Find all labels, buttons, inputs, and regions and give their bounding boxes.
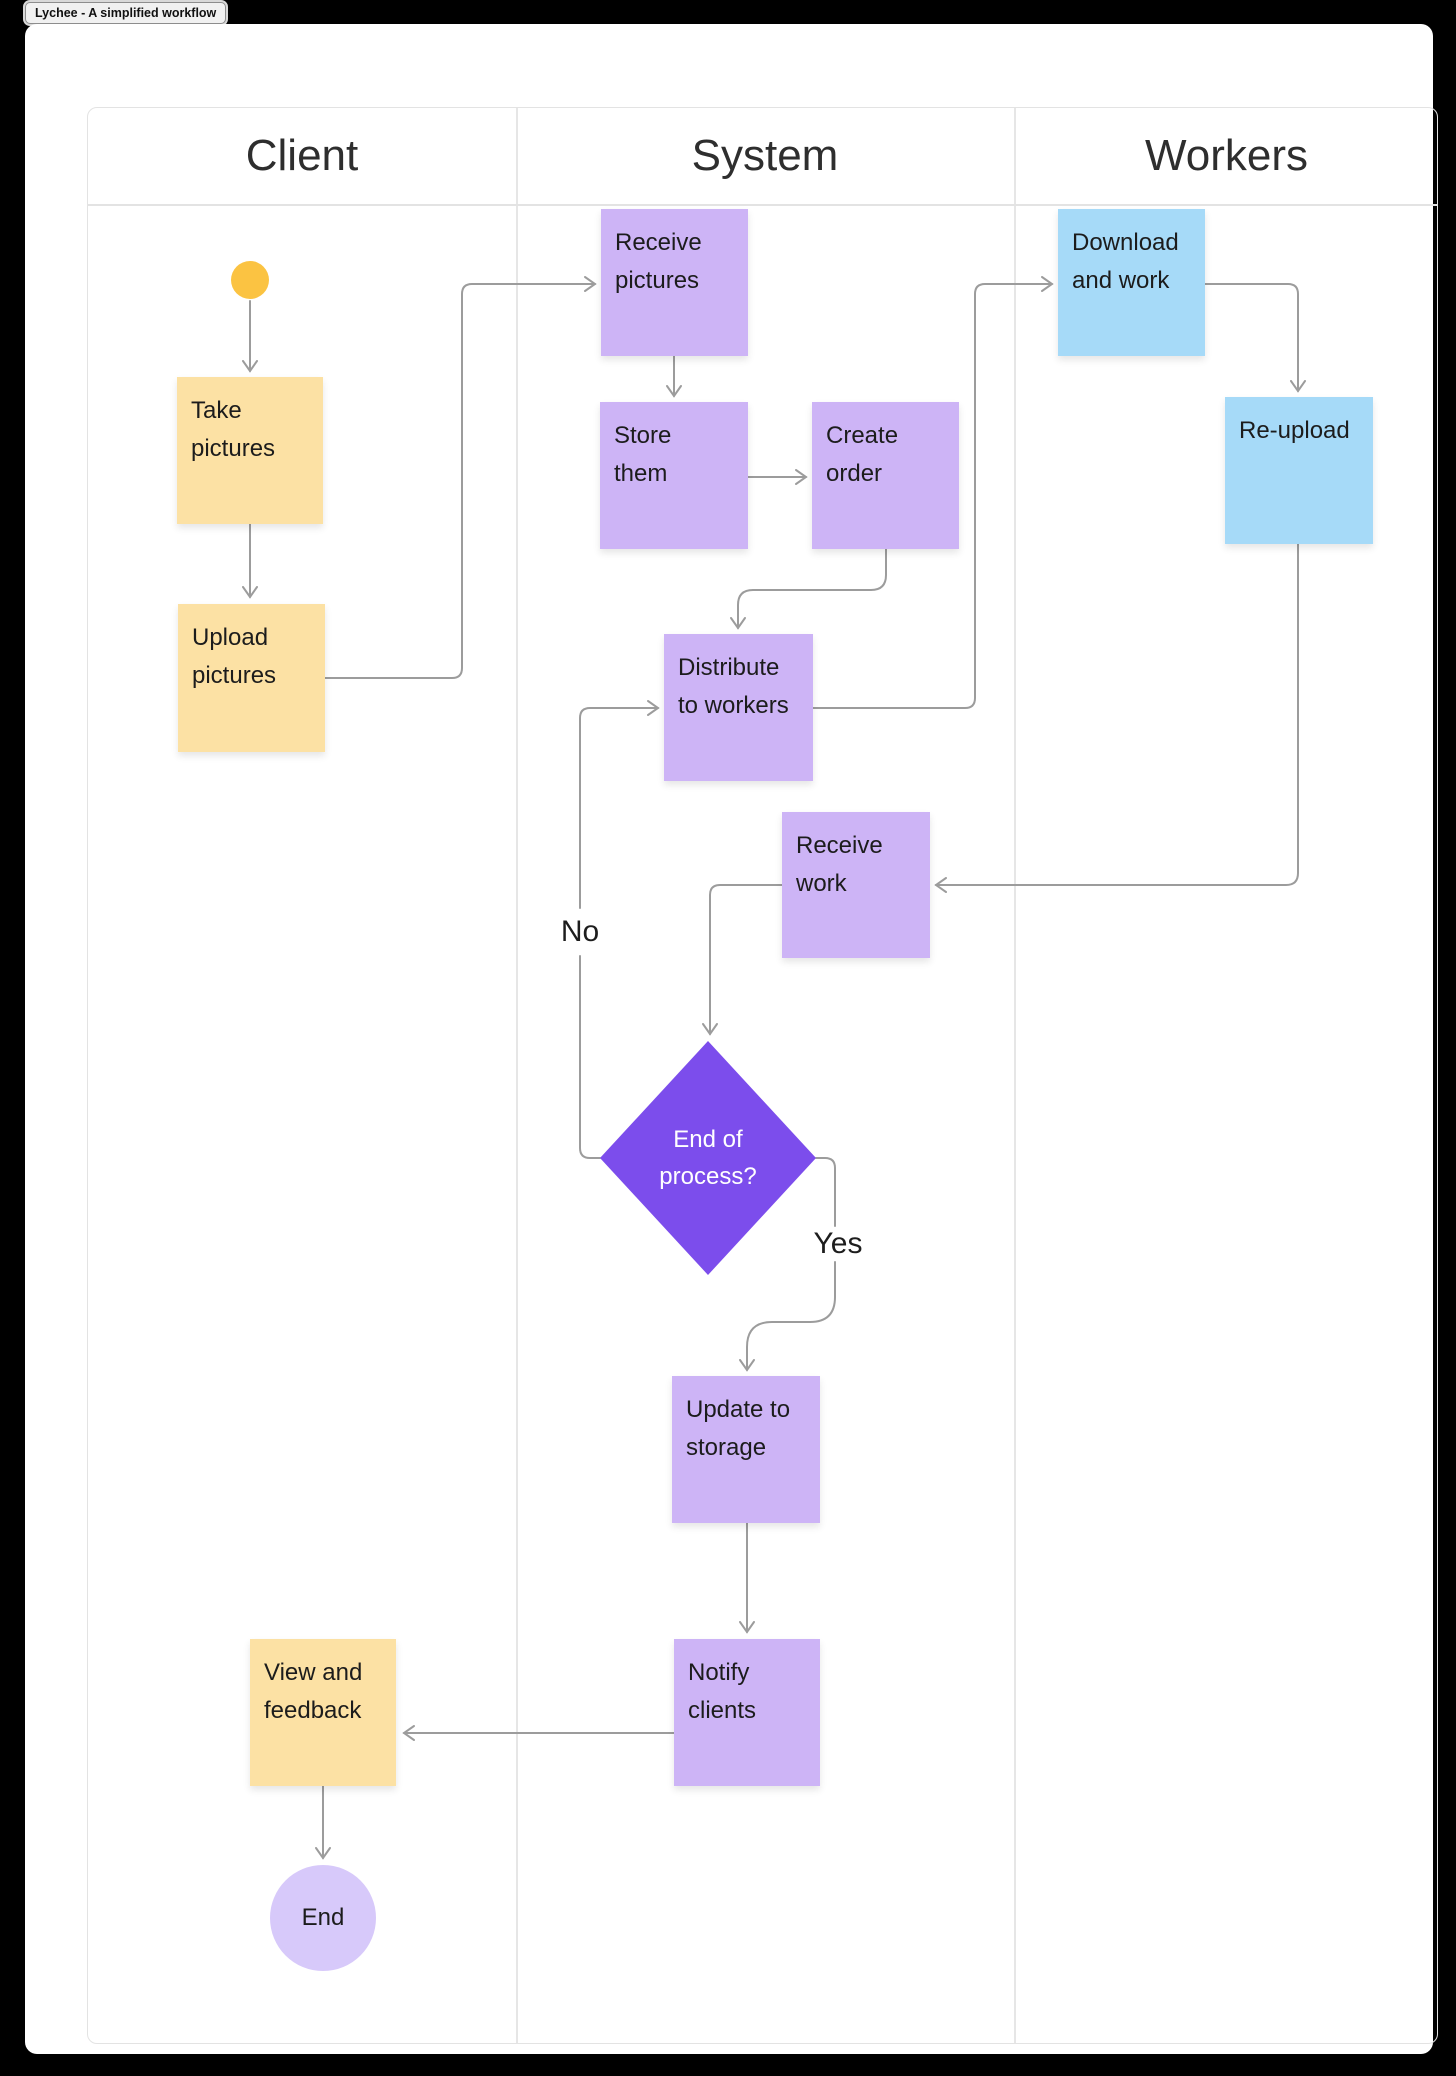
sticky-update-to-storage[interactable]: Update to storage: [672, 1376, 820, 1523]
sticky-upload-pictures[interactable]: Upload pictures: [178, 604, 325, 752]
swimlane-table: Client System Workers: [87, 107, 1438, 2044]
sticky-store-them[interactable]: Store them: [600, 402, 748, 549]
sticky-receive-pictures[interactable]: Receive pictures: [601, 209, 748, 356]
section-title-tab[interactable]: Lychee - A simplified workflow: [25, 2, 227, 24]
sticky-create-order[interactable]: Create order: [812, 402, 959, 549]
header-divider: [88, 204, 1437, 206]
sticky-download-and-work[interactable]: Download and work: [1058, 209, 1205, 356]
section-title: Lychee - A simplified workflow: [35, 6, 217, 20]
sticky-notify-clients[interactable]: Notify clients: [674, 1639, 820, 1786]
lane-divider-client-system: [516, 108, 518, 2043]
lane-header-client[interactable]: Client: [245, 131, 359, 180]
sticky-view-and-feedback[interactable]: View and feedback: [250, 1639, 396, 1786]
edge-label-yes[interactable]: Yes: [810, 1227, 866, 1261]
sticky-receive-work[interactable]: Receive work: [782, 812, 930, 958]
end-node[interactable]: End: [270, 1865, 376, 1971]
sticky-distribute-to-workers[interactable]: Distribute to workers: [664, 634, 813, 781]
sticky-re-upload[interactable]: Re-upload: [1225, 397, 1373, 544]
start-node[interactable]: [231, 261, 269, 299]
edge-label-no[interactable]: No: [557, 915, 603, 949]
lane-header-workers[interactable]: Workers: [1145, 131, 1308, 180]
lane-divider-system-workers: [1014, 108, 1016, 2043]
lane-header-system[interactable]: System: [691, 131, 839, 180]
sticky-take-pictures[interactable]: Take pictures: [177, 377, 323, 524]
